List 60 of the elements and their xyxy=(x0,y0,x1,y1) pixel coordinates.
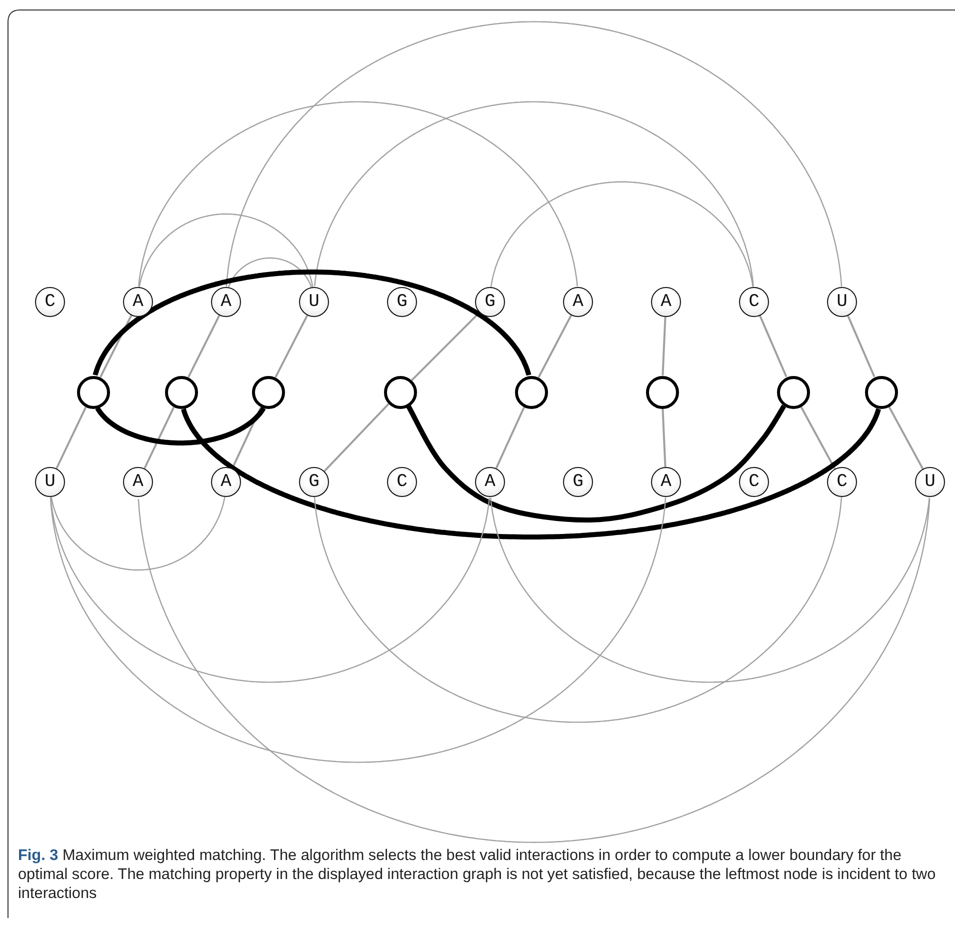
interaction-node xyxy=(514,376,548,408)
nucleotide-circle: A xyxy=(651,467,681,497)
figure-caption: Fig. 3 Maximum weighted matching. The algorithm selects the best valid interactions in order to compute a lower boundary for the optimal score. The matching property in the displayed interaction graph is not yet satisfied, because the leftmost node is incident to two interactions xyxy=(18,846,937,903)
interaction-node xyxy=(776,376,810,408)
interaction-arc xyxy=(50,498,490,683)
nucleotide-circle: G xyxy=(387,287,417,317)
connector-line xyxy=(324,403,390,472)
matching-arc xyxy=(92,270,532,377)
nucleotide-circle: A xyxy=(563,287,593,317)
nucleotide-circle: A xyxy=(123,467,153,497)
nucleotide-circle: A xyxy=(651,287,681,317)
nucleotide-circle: C xyxy=(827,467,857,497)
matching-arc xyxy=(406,404,786,522)
nucleotide-circle: G xyxy=(475,287,505,317)
interaction-arc xyxy=(50,497,666,763)
nucleotide-circle: C xyxy=(739,467,769,497)
connector-line xyxy=(888,406,924,470)
nucleotide-circle: A xyxy=(475,467,505,497)
interaction-arc xyxy=(490,181,754,287)
connector-line xyxy=(662,316,666,376)
nucleotide-circle: A xyxy=(211,467,241,497)
connector-line xyxy=(56,406,87,469)
connector-line xyxy=(662,408,666,468)
connector-line xyxy=(100,314,132,378)
connector-line xyxy=(759,315,788,378)
nucleotide-circle: G xyxy=(299,467,329,497)
interaction-arc xyxy=(314,497,842,723)
nucleotide-circle: A xyxy=(123,287,153,317)
interaction-node xyxy=(864,376,898,408)
connector-line xyxy=(538,314,572,378)
interaction-node xyxy=(252,376,284,408)
nucleotide-circle: U xyxy=(299,287,329,317)
connector-line xyxy=(847,315,876,378)
interaction-arc xyxy=(138,498,930,843)
interaction-arc xyxy=(138,101,578,286)
interaction-node xyxy=(646,376,678,408)
nucleotide-circle: A xyxy=(211,287,241,317)
nucleotide-circle: U xyxy=(35,467,65,497)
nucleotide-circle: C xyxy=(387,467,417,497)
interaction-arc xyxy=(228,257,312,288)
nucleotide-circle: C xyxy=(35,287,65,317)
matching-arc xyxy=(95,406,266,446)
nucleotide-circle: U xyxy=(915,467,945,497)
connector-line xyxy=(144,406,175,469)
connector-line xyxy=(188,314,220,378)
nucleotide-circle: U xyxy=(827,287,857,317)
interaction-arc xyxy=(314,101,754,286)
matching-arc xyxy=(181,408,881,540)
connector-line xyxy=(274,314,308,378)
nucleotide-circle: G xyxy=(563,467,593,497)
connector-line xyxy=(495,406,526,469)
interaction-arc xyxy=(50,496,226,571)
interaction-node xyxy=(76,376,110,408)
interaction-arc xyxy=(490,498,930,683)
nucleotide-circle: C xyxy=(739,287,769,317)
interaction-arc xyxy=(138,213,314,288)
interaction-node xyxy=(164,376,198,408)
interaction-arc xyxy=(226,21,842,287)
interaction-node xyxy=(384,376,416,408)
connector-line xyxy=(800,406,836,470)
